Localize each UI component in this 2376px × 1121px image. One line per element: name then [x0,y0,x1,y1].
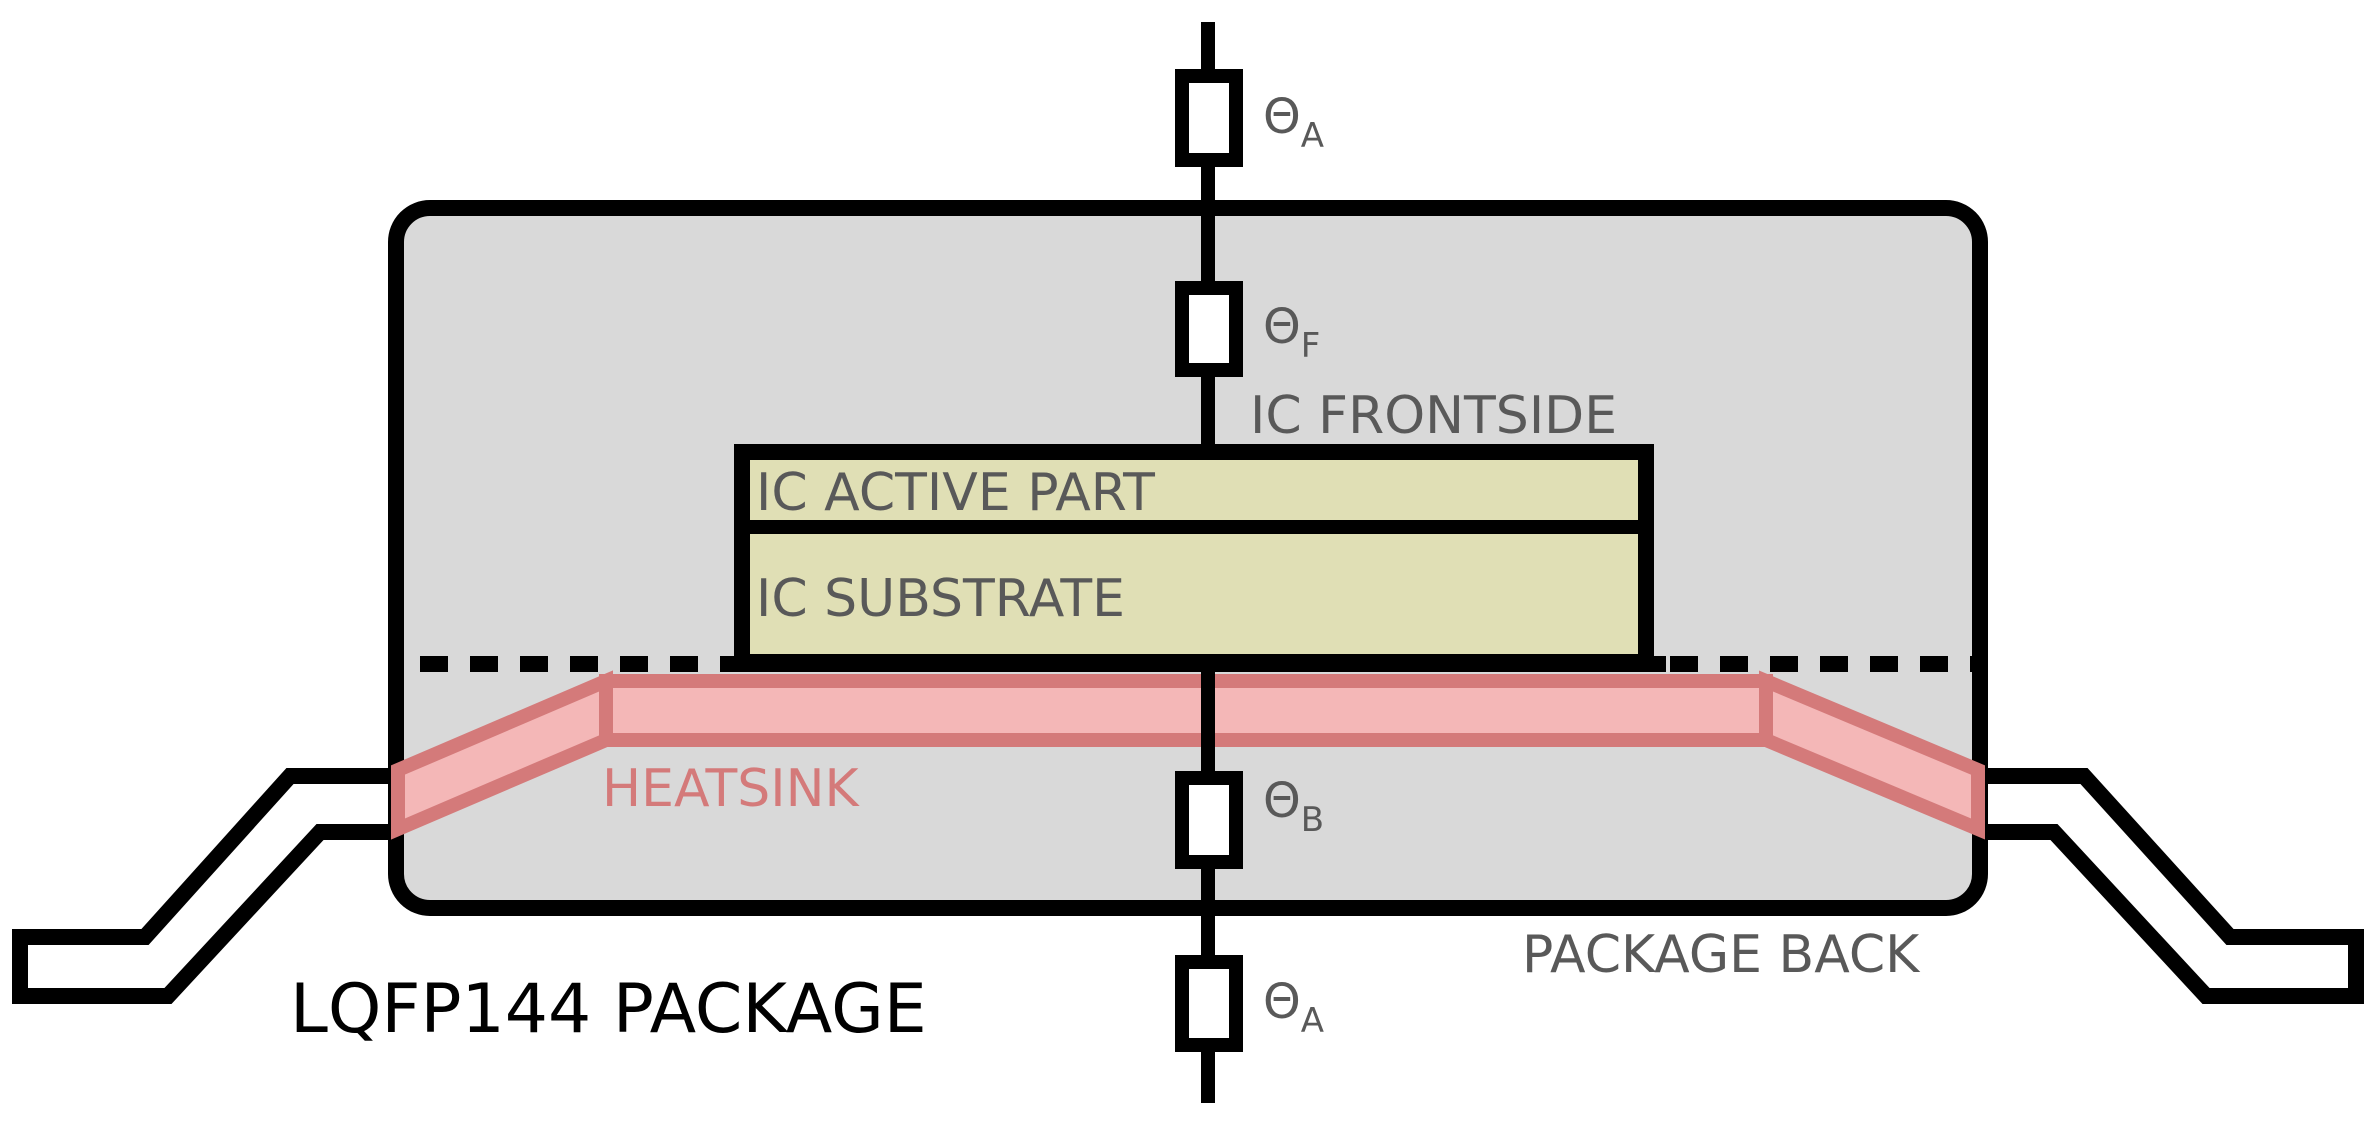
theta-f-resistor [1175,281,1243,377]
heatsink-pad [599,674,1773,747]
package-back-label: PACKAGE BACK [1522,925,1921,985]
ic-frontside-label: IC FRONTSIDE [1250,386,1617,446]
heatsink-label: HEATSINK [602,759,860,819]
ic-die [734,444,1654,670]
left-lead [12,768,395,1004]
theta-symbol: Θ [1263,299,1301,355]
theta-b-label: ΘB [1263,773,1324,840]
theta-subscript: A [1301,1001,1324,1041]
theta-b-resistor [1175,771,1243,869]
theta-a-top-resistor [1175,69,1243,167]
theta-symbol: Θ [1263,89,1301,145]
theta-a-top-label: ΘA [1263,89,1324,156]
heatsink-left-wing [391,670,613,840]
theta-a-bottom-label: ΘA [1263,974,1324,1041]
theta-subscript: A [1301,116,1324,156]
ic-substrate-label: IC SUBSTRATE [756,569,1125,629]
heatsink-right-wing [1759,670,1985,840]
theta-symbol: Θ [1263,773,1301,829]
theta-f-label: ΘF [1263,299,1320,366]
ic-active-part-label: IC ACTIVE PART [756,463,1155,523]
right-lead [1980,768,2364,1004]
theta-subscript: B [1301,800,1324,840]
package-name-label: LQFP144 PACKAGE [290,970,927,1049]
theta-subscript: F [1301,326,1321,366]
theta-a-bottom-resistor [1175,955,1243,1052]
theta-symbol: Θ [1263,974,1301,1030]
